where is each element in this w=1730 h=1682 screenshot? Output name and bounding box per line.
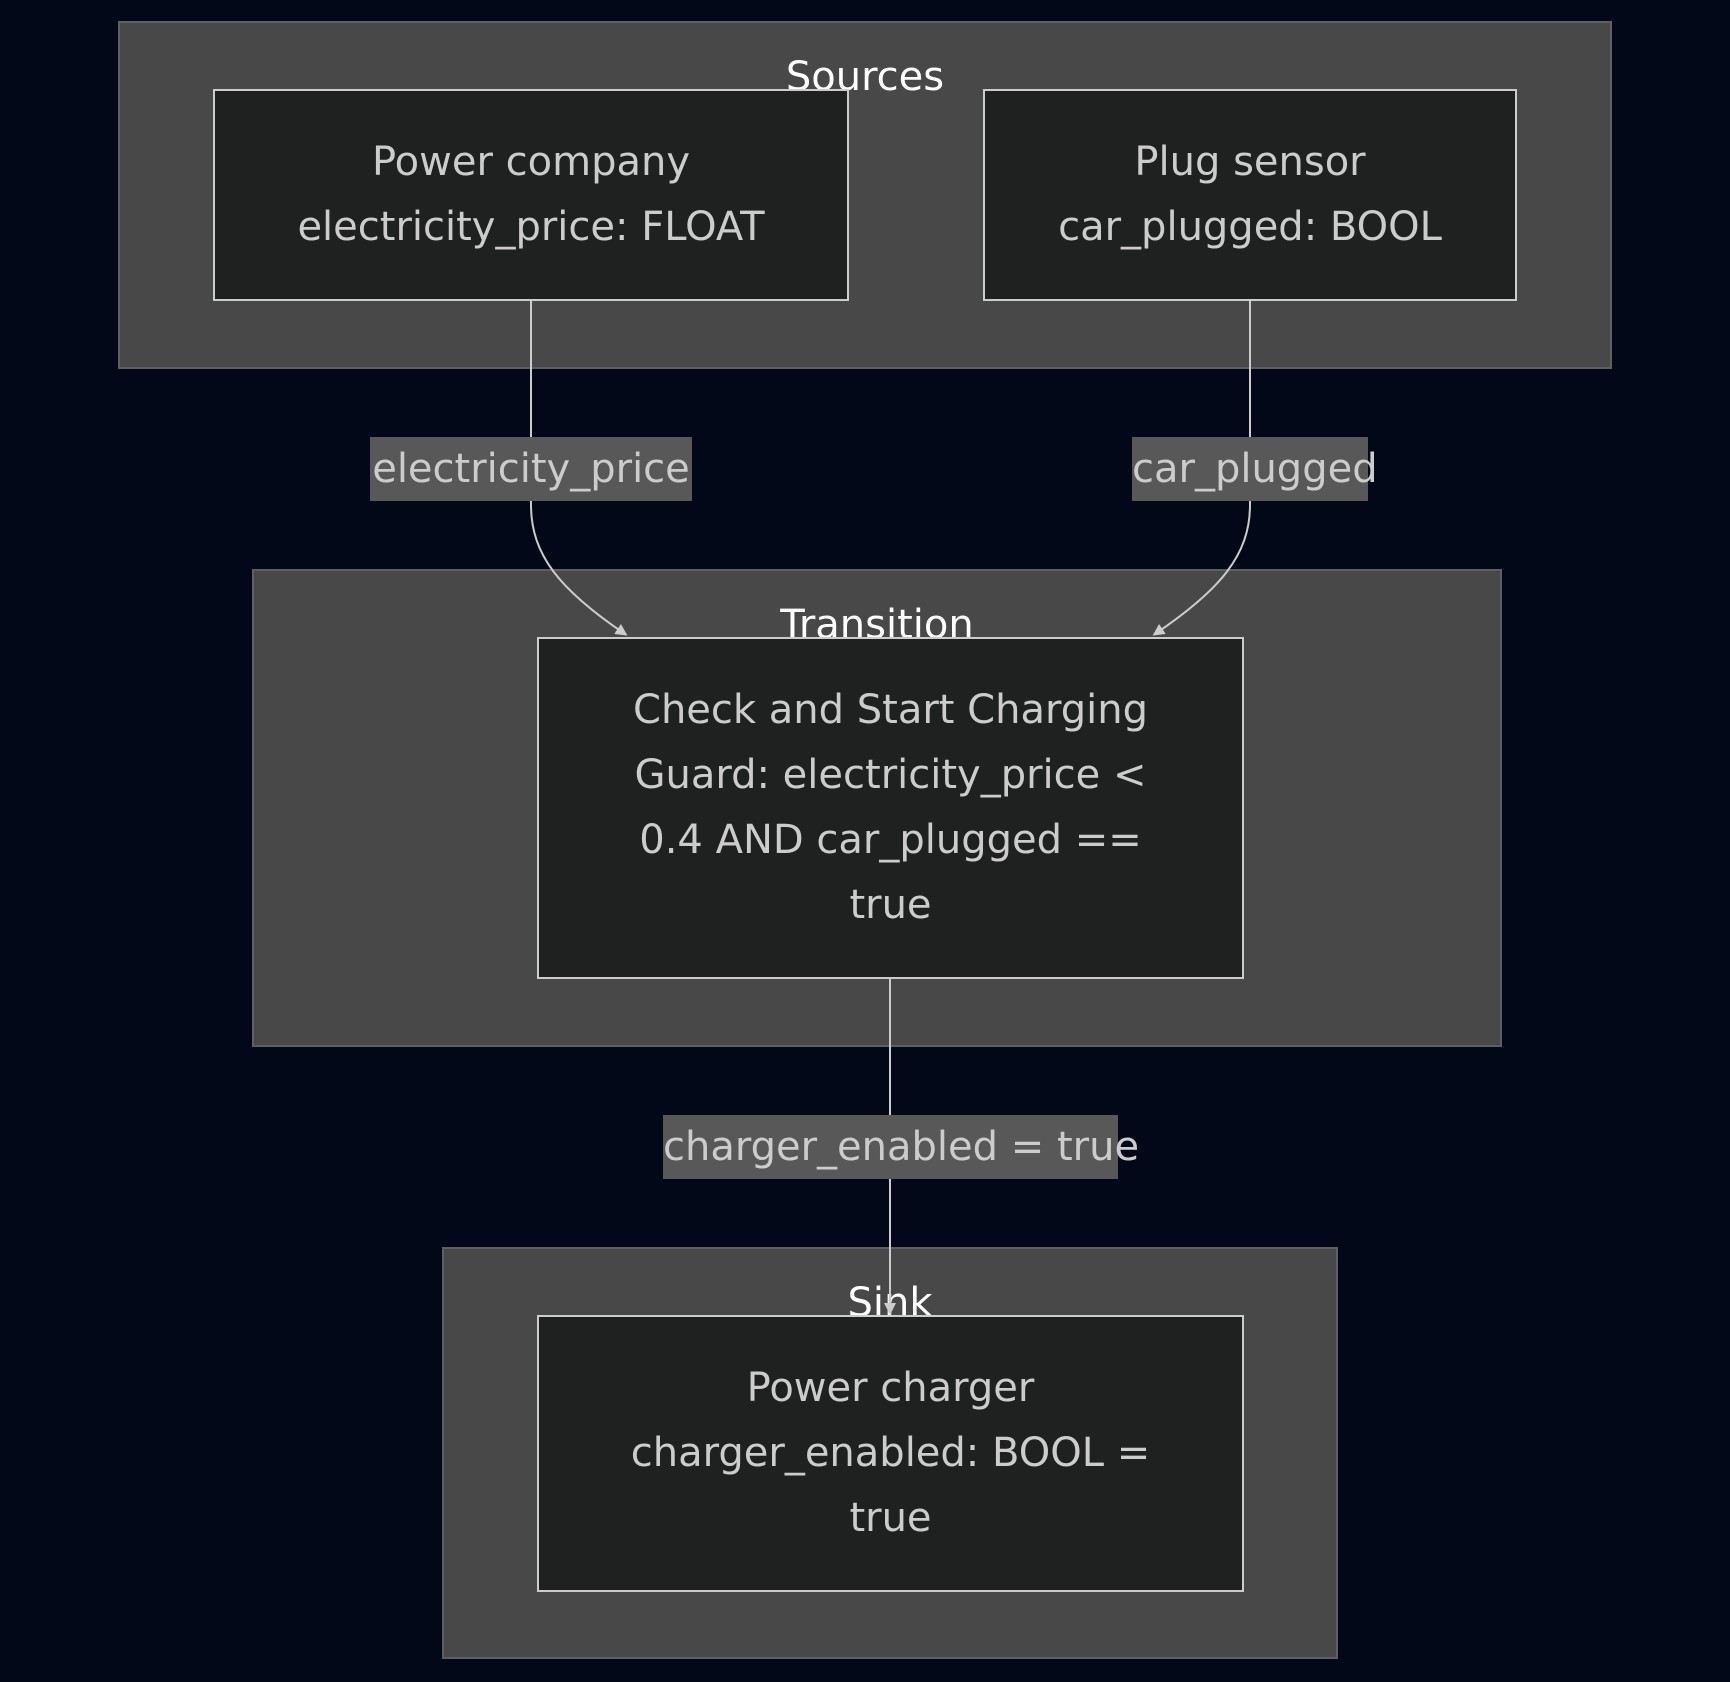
node-plug-sensor: Plug sensor car_plugged: BOOL <box>983 89 1517 301</box>
node-power-charger-variable-1: charger_enabled: BOOL = <box>630 1430 1151 1476</box>
node-power-company-variable: electricity_price: FLOAT <box>297 204 765 250</box>
edge-electricity-price <box>530 301 628 636</box>
node-check-charging-guard-2: 0.4 AND car_plugged == <box>639 817 1142 863</box>
node-check-charging-guard-1: Guard: electricity_price < <box>634 752 1147 798</box>
edge-label-electricity-price: electricity_price <box>370 437 692 501</box>
node-check-charging-guard-3: true <box>849 882 932 928</box>
node-plug-sensor-title: Plug sensor <box>1134 139 1366 185</box>
edge-label-car-plugged: car_plugged <box>1132 437 1378 501</box>
node-power-charger-variable-2: true <box>849 1495 932 1541</box>
node-plug-sensor-variable: car_plugged: BOOL <box>1058 204 1442 250</box>
node-check-charging: Check and Start Charging Guard: electric… <box>537 637 1244 979</box>
node-check-charging-title: Check and Start Charging <box>633 687 1148 733</box>
node-power-charger: Power charger charger_enabled: BOOL = tr… <box>537 1315 1244 1592</box>
edge-car-plugged <box>1152 301 1251 636</box>
node-power-company-title: Power company <box>371 139 690 185</box>
edge-label-charger-enabled: charger_enabled = true <box>663 1115 1139 1179</box>
node-power-charger-title: Power charger <box>746 1365 1035 1411</box>
node-power-company: Power company electricity_price: FLOAT <box>213 89 849 301</box>
